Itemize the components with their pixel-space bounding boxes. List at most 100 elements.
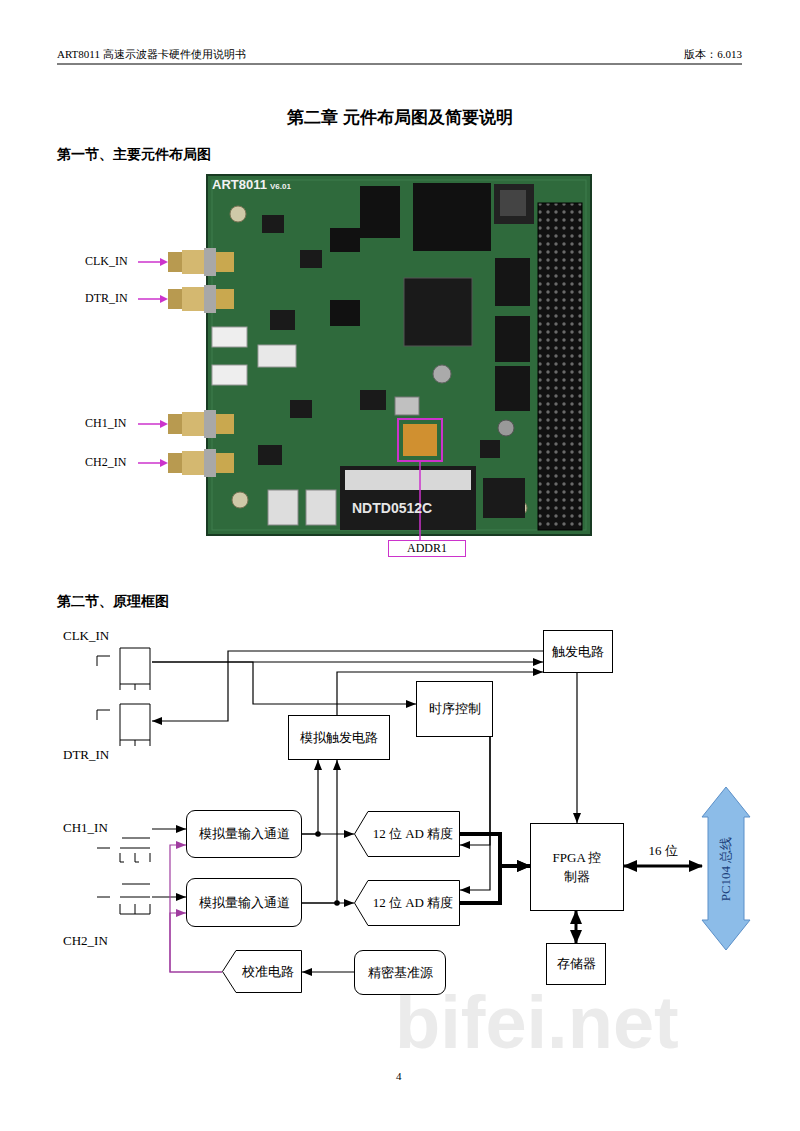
pentagon-box: 12 位 AD 精度 bbox=[354, 880, 460, 926]
relay bbox=[258, 345, 296, 367]
bnc-nut bbox=[204, 410, 216, 438]
fpga-chip bbox=[404, 278, 472, 346]
bnc-nut bbox=[204, 285, 216, 313]
sram-chip bbox=[495, 258, 530, 306]
connector-arrow bbox=[460, 737, 490, 890]
node-text: FPGA 控制器 bbox=[552, 848, 602, 887]
callout-head bbox=[160, 295, 168, 303]
section-heading: 第二节、原理框图 bbox=[57, 593, 169, 611]
opamp-chip bbox=[262, 215, 284, 233]
connector-arrow bbox=[624, 865, 702, 868]
board-marking: ART8011 bbox=[212, 177, 267, 192]
rounded-box: 精密基准源 bbox=[354, 950, 446, 995]
connector-arrow bbox=[460, 834, 530, 866]
pentagon-shape bbox=[355, 812, 460, 857]
opamp-chip bbox=[300, 250, 322, 268]
buffer-chip bbox=[360, 186, 400, 238]
capacitor bbox=[433, 365, 451, 383]
connector-shape bbox=[97, 704, 150, 746]
regulator-tab bbox=[500, 190, 526, 216]
capacitor bbox=[498, 420, 514, 436]
bnc-tip bbox=[168, 453, 182, 473]
node-text-wrap: 时序控制 bbox=[429, 699, 481, 719]
node-text: 12 位 AD 精度 bbox=[373, 824, 454, 844]
node-text-wrap: 模拟触发电路 bbox=[300, 728, 378, 748]
connector-shape bbox=[97, 838, 150, 862]
process-box: 模拟触发电路 bbox=[288, 715, 390, 760]
regulator-chip bbox=[494, 184, 534, 224]
signal-name: CH2_IN bbox=[85, 455, 126, 470]
connector-symbol: CLK_IN bbox=[60, 628, 152, 690]
pc104-header bbox=[538, 203, 582, 530]
node-text: 12 位 AD 精度 bbox=[373, 893, 454, 913]
crystal bbox=[395, 397, 419, 415]
bnc-base bbox=[216, 252, 234, 272]
module-marking: NDTD0512C bbox=[352, 500, 432, 516]
bnc-tip bbox=[168, 252, 182, 272]
power-inductor bbox=[483, 478, 525, 518]
node-text: 时序控制 bbox=[429, 699, 481, 719]
bus-arrow: PC104 总线 bbox=[702, 787, 750, 950]
highlight-box bbox=[398, 419, 442, 461]
connector-symbol: DTR_IN bbox=[60, 702, 152, 762]
bus-label: PC104 总线 bbox=[717, 836, 735, 901]
connector-arrow bbox=[152, 662, 416, 704]
pentagon-shape bbox=[223, 951, 302, 993]
power-module bbox=[340, 466, 476, 530]
pentagon-box: 校准电路 bbox=[222, 950, 302, 993]
regulator bbox=[306, 490, 336, 525]
pcb-edge bbox=[212, 180, 586, 530]
node-text: 校准电路 bbox=[242, 962, 294, 982]
section-heading: 第一节、主要元件布局图 bbox=[57, 146, 211, 164]
node-text: 模拟触发电路 bbox=[300, 728, 378, 748]
connector-label: DTR_IN bbox=[63, 747, 109, 762]
edge-label: 16 位 bbox=[648, 842, 677, 860]
connector-label: CH1_IN bbox=[63, 820, 108, 835]
mount-hole bbox=[230, 206, 246, 222]
bnc-base bbox=[216, 414, 234, 434]
callout-line bbox=[138, 423, 161, 425]
connector-symbol: CH1_IN bbox=[60, 820, 152, 864]
memory-chip bbox=[413, 183, 491, 251]
process-box: 存储器 bbox=[546, 943, 606, 985]
bnc-body bbox=[182, 412, 204, 436]
header-text: ART8011 高速示波器卡硬件使用说明书 bbox=[57, 47, 246, 62]
connector-shape bbox=[97, 884, 150, 914]
node-text: 触发电路 bbox=[552, 642, 604, 662]
junction-dot bbox=[315, 831, 321, 837]
bnc-base bbox=[216, 289, 234, 309]
callout-head bbox=[160, 459, 168, 467]
node-text-wrap: 模拟量输入通道 bbox=[199, 824, 290, 844]
bus-label-wrap: PC104 总线 bbox=[717, 836, 735, 901]
dip-switch bbox=[403, 424, 437, 456]
signal-name: CH1_IN bbox=[85, 416, 126, 431]
connector-arrow bbox=[460, 737, 490, 845]
page-number: 4 bbox=[396, 1070, 402, 1082]
adc-chip bbox=[330, 300, 360, 326]
module-sticker bbox=[345, 470, 471, 490]
connector-arrow bbox=[460, 866, 530, 903]
node-text-wrap: 存储器 bbox=[557, 954, 596, 974]
node-text-wrap: 精密基准源 bbox=[368, 963, 433, 983]
connector-arrow bbox=[302, 902, 354, 903]
bnc-body bbox=[182, 287, 204, 311]
rounded-box: 模拟量输入通道 bbox=[186, 810, 302, 858]
connector-label: CH2_IN bbox=[63, 933, 108, 948]
callout-head bbox=[160, 258, 168, 266]
mount-hole bbox=[232, 492, 248, 508]
connector-arrow bbox=[302, 760, 337, 903]
bnc-tip bbox=[168, 289, 182, 309]
node-text-wrap: 触发电路 bbox=[552, 642, 604, 662]
bus-arrow-shape bbox=[702, 787, 750, 950]
opamp-chip bbox=[258, 445, 282, 465]
part-callout: ADDR1 bbox=[388, 540, 466, 557]
bnc-base bbox=[216, 453, 234, 473]
bnc-body bbox=[182, 250, 204, 274]
node-text-wrap: 校准电路 bbox=[242, 962, 294, 982]
connector-symbol: CH2_IN bbox=[60, 880, 152, 948]
bnc-nut bbox=[204, 248, 216, 276]
pcb-board bbox=[207, 175, 591, 535]
connector-arrow bbox=[152, 896, 186, 897]
node-text-wrap: 12 位 AD 精度 bbox=[373, 824, 454, 844]
